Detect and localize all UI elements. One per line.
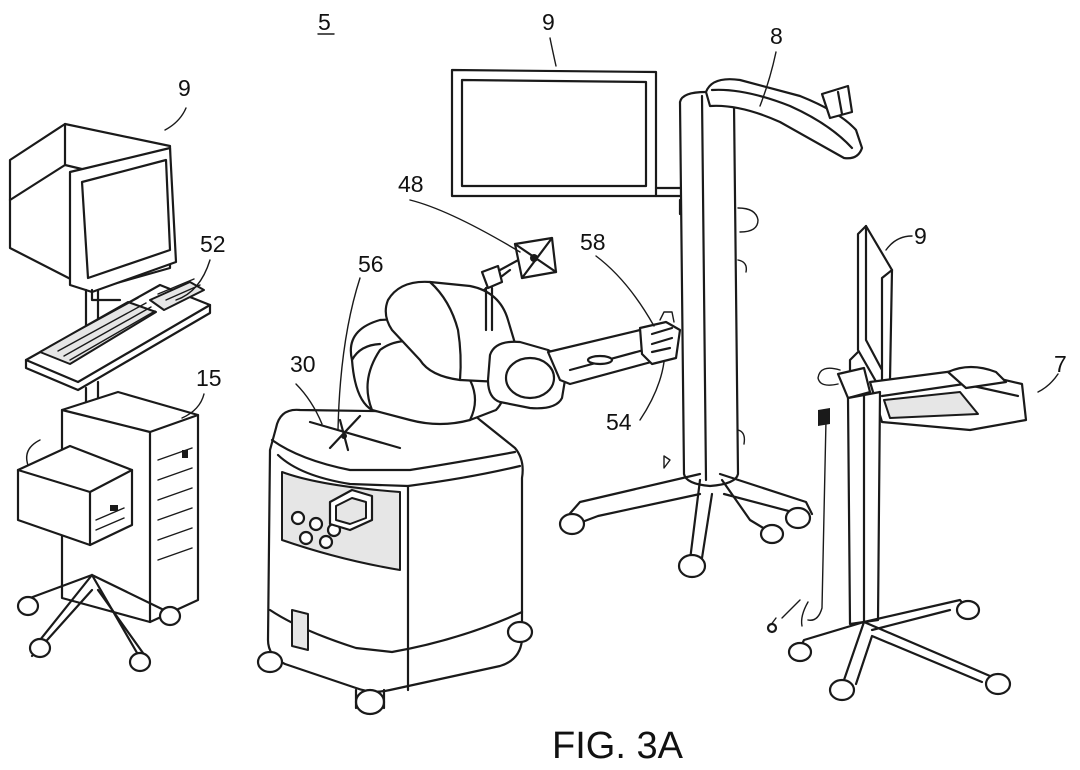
ref-computer: 15: [196, 365, 222, 391]
end-effector: [638, 311, 682, 366]
camera-stand: [450, 68, 864, 579]
leader-cart-monitor: [885, 235, 913, 251]
ref-robot-base: 30: [290, 351, 316, 377]
workstation: [8, 122, 212, 673]
robot-elbow: [486, 340, 567, 410]
ref-marker-58: 58: [580, 229, 606, 255]
cart-base: [787, 598, 1012, 702]
overhead-monitor: [450, 68, 702, 226]
leader-marker-54: [639, 361, 665, 421]
ref-tracker: 48: [398, 171, 424, 197]
peripheral-box: [16, 444, 134, 547]
camera-stand-base: [558, 455, 814, 579]
ref-monitor-left: 9: [178, 75, 191, 101]
ref-cart-monitor: 9: [914, 223, 927, 249]
arm-tracker: [480, 236, 558, 332]
reference-labels: 5 9 52 15 9 8 48 58 54 56 30 9 7: [178, 9, 1067, 435]
cart-monitor: [848, 224, 894, 394]
ref-marker-54: 54: [606, 409, 632, 435]
robot-base-cabinet: [256, 408, 534, 716]
cart-tray: [868, 365, 1028, 432]
ref-system: 5: [318, 9, 331, 35]
ref-camera-boom: 8: [770, 23, 783, 49]
ref-overhead-monitor: 9: [542, 9, 555, 35]
leader-computer: [181, 393, 205, 419]
crt-monitor: [8, 122, 178, 302]
leader-camera-boom: [759, 51, 777, 107]
figure-caption: FIG. 3A: [552, 725, 684, 767]
leader-lines: [164, 37, 1059, 431]
ref-keyboard: 52: [200, 231, 226, 257]
keyboard-tray: [24, 278, 212, 392]
camera-boom: [704, 78, 864, 160]
ref-cart: 7: [1054, 351, 1067, 377]
leader-marker-58: [595, 255, 655, 327]
surgical-robot: [256, 236, 682, 716]
leader-overhead-monitor: [549, 37, 557, 67]
workstation-base: [16, 573, 182, 673]
ref-virtual-boundary: 56: [358, 251, 384, 277]
leader-robot-base: [295, 383, 323, 425]
leader-tracker: [409, 199, 521, 253]
leader-cart: [1037, 373, 1059, 393]
leader-virtual-boundary: [337, 277, 361, 431]
right-cart: [766, 224, 1028, 702]
leader-monitor-left: [164, 107, 187, 131]
leader-keyboard: [175, 259, 211, 301]
